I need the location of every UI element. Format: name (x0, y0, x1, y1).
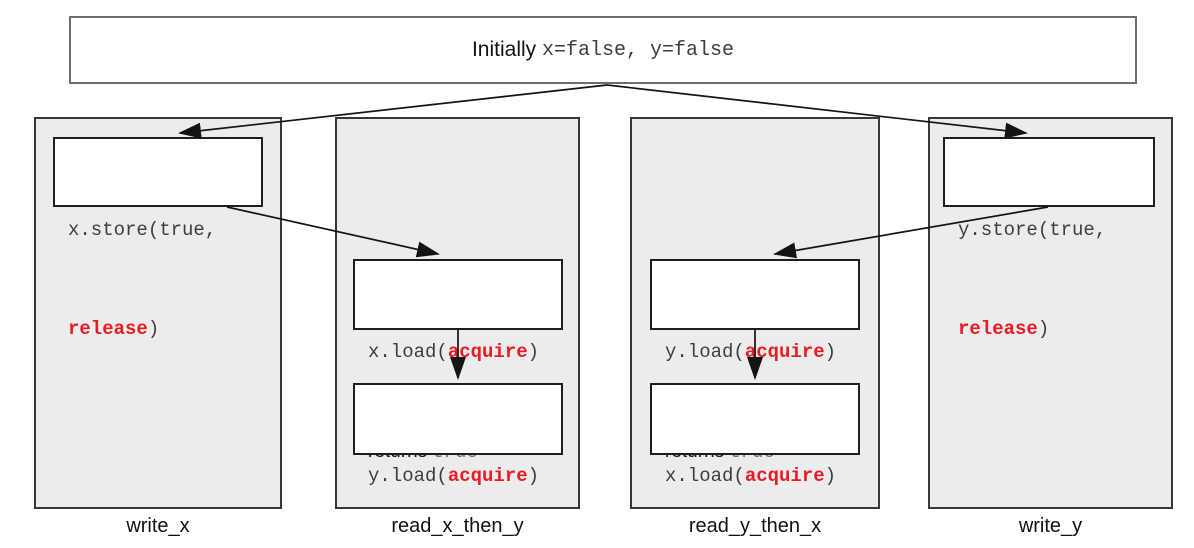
op-line: x.load(acquire) (368, 341, 540, 363)
thread-label-write-y: write_y (1018, 515, 1083, 537)
op-line: y.load(acquire) (665, 341, 837, 363)
op-line: y.load(acquire) (368, 465, 540, 487)
thread-label-write-x: write_x (126, 515, 190, 537)
initial-state-code: x=false, y=false (542, 38, 735, 62)
thread-label-read-x-then-y: read_x_then_y (391, 515, 524, 537)
op-y-load-acquire: y.load(acquire) returnstrue (650, 259, 860, 463)
op-line: release) (958, 318, 1050, 340)
initial-state-prefix: Initially (471, 38, 542, 61)
op-line: x.store(true, (68, 219, 217, 241)
thread-label-read-y-then-x: read_y_then_x (688, 515, 822, 537)
initial-state-box: Initially x=false, y=false (69, 16, 1137, 84)
op-y-store-release: y.store(true, release) (943, 137, 1155, 340)
op-x-load-acquire: x.load(acquire) returnsfalse (650, 383, 860, 487)
op-y-load-acquire: y.load(acquire) returnsfalse (353, 383, 563, 487)
op-line: x.load(acquire) (665, 465, 837, 487)
op-line: release) (68, 318, 160, 340)
op-x-load-acquire: x.load(acquire) returnstrue (353, 259, 563, 463)
op-line: y.store(true, (958, 219, 1107, 241)
op-x-store-release: x.store(true, release) (53, 137, 263, 340)
